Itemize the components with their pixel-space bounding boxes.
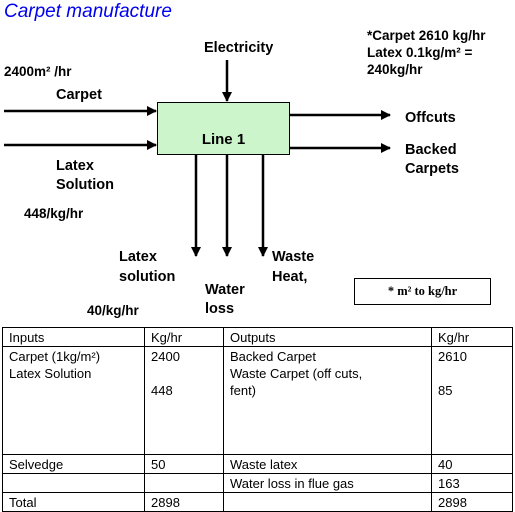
backed-label-line2: Carpets [405, 161, 459, 177]
table-row: Selvedge 50 Waste latex 40 [2, 454, 513, 474]
table-cell: 50 [144, 454, 224, 474]
header-inputs: Inputs [2, 327, 145, 347]
water-label-line1: Water [205, 282, 245, 298]
table-cell: 2898 [144, 492, 224, 512]
conversion-note-box: * m² to kg/hr [354, 278, 491, 305]
carpet-rate-note-line1: *Carpet 2610 kg/hr [367, 28, 486, 43]
header-outputs: Outputs [223, 327, 432, 347]
table-cell [144, 473, 224, 493]
backed-label-line1: Backed [405, 142, 457, 158]
table-cell: Carpet (1kg/m²) Latex Solution [2, 346, 145, 455]
table-row: Carpet (1kg/m²) Latex Solution 2400 448 … [2, 346, 513, 455]
latex-in-rate-label: 448/kg/hr [24, 206, 84, 221]
carpet-label: Carpet [56, 87, 102, 103]
table-cell: 2610 85 [431, 346, 513, 455]
page-title: Carpet manufacture [4, 1, 172, 22]
table-cell: 40 [431, 454, 513, 474]
water-label-line2: loss [205, 301, 235, 317]
mass-balance-table: Inputs Kg/hr Outputs Kg/hr Carpet (1kg/m… [2, 327, 513, 512]
table-cell: 163 [431, 473, 513, 493]
latex-out-label-line2: solution [119, 269, 176, 285]
table-cell [2, 473, 145, 493]
electricity-label: Electricity [204, 40, 274, 56]
table-cell: 2400 448 [144, 346, 224, 455]
table-cell: Backed Carpet Waste Carpet (off cuts, fe… [223, 346, 432, 455]
process-label: Line 1 [201, 131, 246, 148]
latex-out-label-line1: Latex [119, 249, 157, 265]
waste-heat-label-line1: Waste [272, 249, 315, 265]
carpet-rate-label: 2400m² /hr [4, 64, 72, 79]
latex-in-label-line2: Solution [56, 177, 114, 193]
carpet-rate-note-line3: 240kg/hr [367, 62, 423, 77]
offcuts-label: Offcuts [405, 110, 456, 126]
header-output-rate: Kg/hr [431, 327, 513, 347]
header-input-rate: Kg/hr [144, 327, 224, 347]
table-total-row: Total 2898 2898 [2, 492, 513, 512]
table-row: Water loss in flue gas 163 [2, 473, 513, 493]
table-cell: Waste latex [223, 454, 432, 474]
process-box-line-1: Line 1 [157, 102, 290, 155]
table-cell: Water loss in flue gas [223, 473, 432, 493]
latex-in-label-line1: Latex [56, 158, 94, 174]
table-cell: Total [2, 492, 145, 512]
carpet-rate-note-line2: Latex 0.1kg/m² = [367, 45, 473, 60]
waste-heat-label-line2: Heat, [272, 269, 308, 285]
table-cell: Selvedge [2, 454, 145, 474]
flow-arrows [4, 60, 391, 257]
table-cell: 2898 [431, 492, 513, 512]
table-cell [223, 492, 432, 512]
table-header-row: Inputs Kg/hr Outputs Kg/hr [2, 327, 513, 347]
latex-out-rate-label: 40/kg/hr [87, 303, 139, 318]
